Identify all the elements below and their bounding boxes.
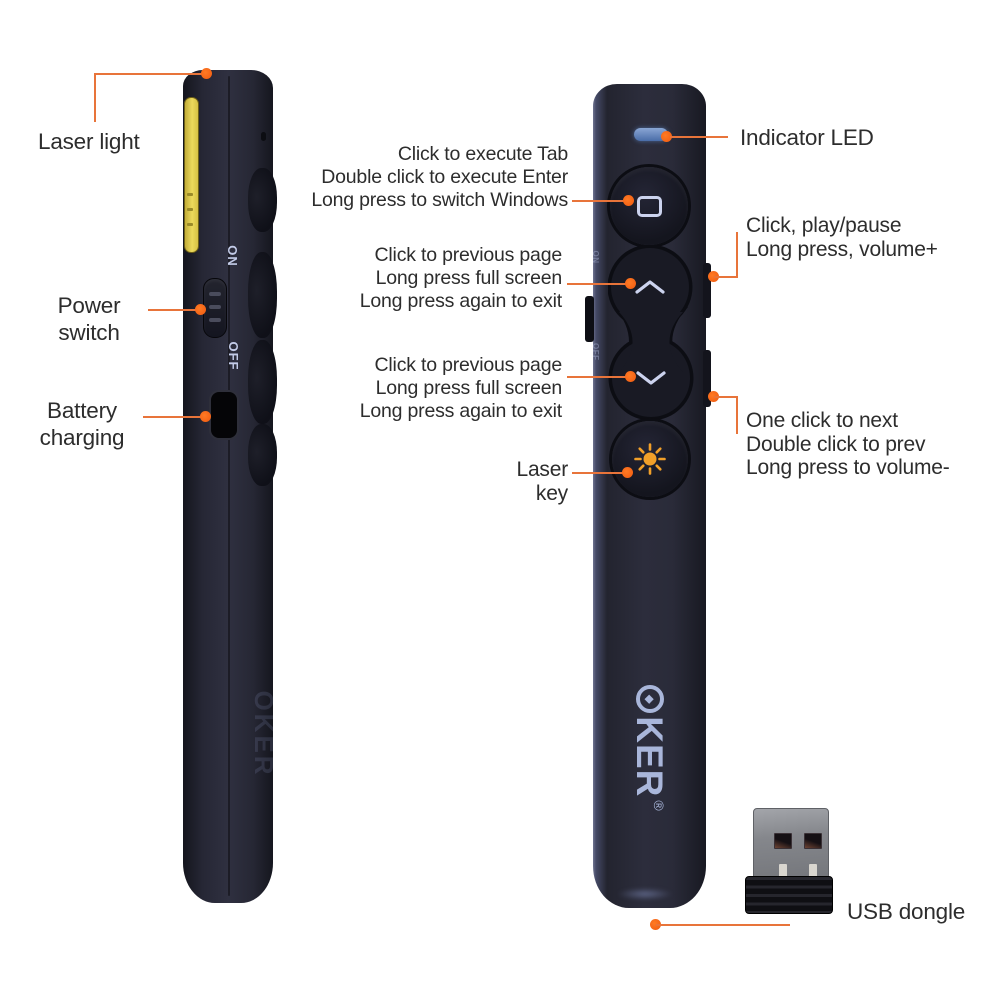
callout-dot-tab-button bbox=[623, 195, 634, 206]
callout-dot-indicator-led bbox=[661, 131, 672, 142]
callout-line-side-key-top-h bbox=[714, 276, 738, 278]
callout-line-laser-light-h bbox=[94, 73, 204, 75]
tab-button-profile bbox=[248, 168, 277, 232]
down-button-profile bbox=[248, 340, 277, 424]
usb-slot bbox=[774, 833, 792, 849]
callout-line-side-key-bottom-h bbox=[714, 396, 738, 398]
laser-button bbox=[612, 421, 688, 497]
label-laser-light: Laser light bbox=[38, 129, 140, 154]
callout-dot-side-key-top bbox=[708, 271, 719, 282]
label-usb-dongle: USB dongle bbox=[847, 899, 966, 924]
laser-window-tick bbox=[187, 208, 193, 211]
switch-ridge bbox=[209, 292, 221, 296]
presenter-side-view: ON OFF OKER bbox=[183, 70, 279, 903]
switch-ridge bbox=[209, 318, 221, 322]
registered-mark: ® bbox=[651, 800, 667, 811]
laser-sun-icon bbox=[634, 443, 666, 475]
dongle-cap bbox=[745, 876, 833, 914]
side-notch bbox=[261, 132, 266, 141]
side-seam-line bbox=[228, 76, 230, 896]
logo-o-ring: ◆ bbox=[636, 685, 664, 714]
callout-line-indicator-led bbox=[670, 136, 728, 138]
usb-connector bbox=[753, 808, 829, 878]
usb-pin bbox=[779, 864, 787, 877]
tab-button bbox=[610, 167, 688, 245]
usb-slot bbox=[804, 833, 822, 849]
side-key-next-prev bbox=[703, 350, 711, 407]
laser-light-window bbox=[184, 97, 199, 253]
label-tab-button: Click to execute Tab Double click to exe… bbox=[311, 143, 568, 211]
callout-line-up-button bbox=[567, 283, 627, 285]
laser-window-tick bbox=[187, 223, 193, 226]
callout-line-power-switch bbox=[148, 309, 198, 311]
chevron-down-icon bbox=[636, 371, 666, 385]
callout-dot-usb-storage bbox=[650, 919, 661, 930]
blank-screen-icon bbox=[636, 195, 662, 217]
callout-dot-power-switch bbox=[195, 304, 206, 315]
on-marking: ON bbox=[225, 245, 240, 267]
side-ghost-logo: OKER bbox=[249, 690, 279, 778]
callout-dot-down-button bbox=[625, 371, 636, 382]
label-battery-charging: Battery charging bbox=[39, 398, 125, 450]
side-key-play-pause bbox=[703, 263, 711, 318]
usb-pin bbox=[809, 864, 817, 877]
laser-window-tick bbox=[187, 193, 193, 196]
edge-off-marking: OFF bbox=[591, 343, 600, 361]
off-marking: OFF bbox=[226, 341, 241, 371]
brand-logo: ◆ KER ® bbox=[628, 683, 672, 813]
chevron-up-icon bbox=[635, 280, 665, 294]
power-switch bbox=[203, 278, 227, 338]
label-down-button: Click to previous page Long press full s… bbox=[359, 354, 562, 422]
label-side-key-bottom: One click to next Double click to prev L… bbox=[746, 409, 950, 479]
callout-dot-laser-light bbox=[201, 68, 212, 79]
page-rocker bbox=[608, 245, 694, 421]
callout-line-tab-button bbox=[572, 200, 626, 202]
usb-dongle bbox=[745, 808, 837, 916]
logo-star-icon: ◆ bbox=[643, 694, 657, 704]
power-switch-front-profile bbox=[585, 296, 594, 342]
callout-line-side-key-top-v bbox=[736, 232, 738, 278]
callout-line-laser-key bbox=[572, 472, 624, 474]
edge-on-marking: ON bbox=[591, 250, 600, 264]
label-laser-key: Laser key bbox=[516, 458, 568, 505]
label-up-button: Click to previous page Long press full s… bbox=[359, 244, 562, 312]
switch-ridge bbox=[209, 305, 221, 309]
callout-dot-up-button bbox=[625, 278, 636, 289]
callout-line-side-key-bottom-v bbox=[736, 396, 738, 434]
bottom-tip-highlight bbox=[617, 888, 673, 900]
charging-port bbox=[209, 390, 239, 440]
callout-line-usb-storage bbox=[656, 924, 790, 926]
label-indicator-led: Indicator LED bbox=[740, 125, 874, 150]
laser-button-profile bbox=[248, 424, 277, 486]
label-power-switch: Power switch bbox=[57, 293, 121, 345]
callout-line-laser-light-v bbox=[94, 74, 96, 122]
presenter-front-view: ON OFF ◆ KER ® bbox=[585, 84, 711, 908]
callout-dot-side-key-bottom bbox=[708, 391, 719, 402]
callout-line-battery bbox=[143, 416, 201, 418]
callout-dot-laser-key bbox=[622, 467, 633, 478]
callout-line-down-button bbox=[567, 376, 627, 378]
callout-dot-battery bbox=[200, 411, 211, 422]
indicator-led bbox=[634, 128, 668, 141]
up-button-profile bbox=[248, 252, 277, 338]
label-side-key-top: Click, play/pause Long press, volume+ bbox=[746, 214, 938, 261]
logo-letters: KER bbox=[629, 716, 671, 798]
